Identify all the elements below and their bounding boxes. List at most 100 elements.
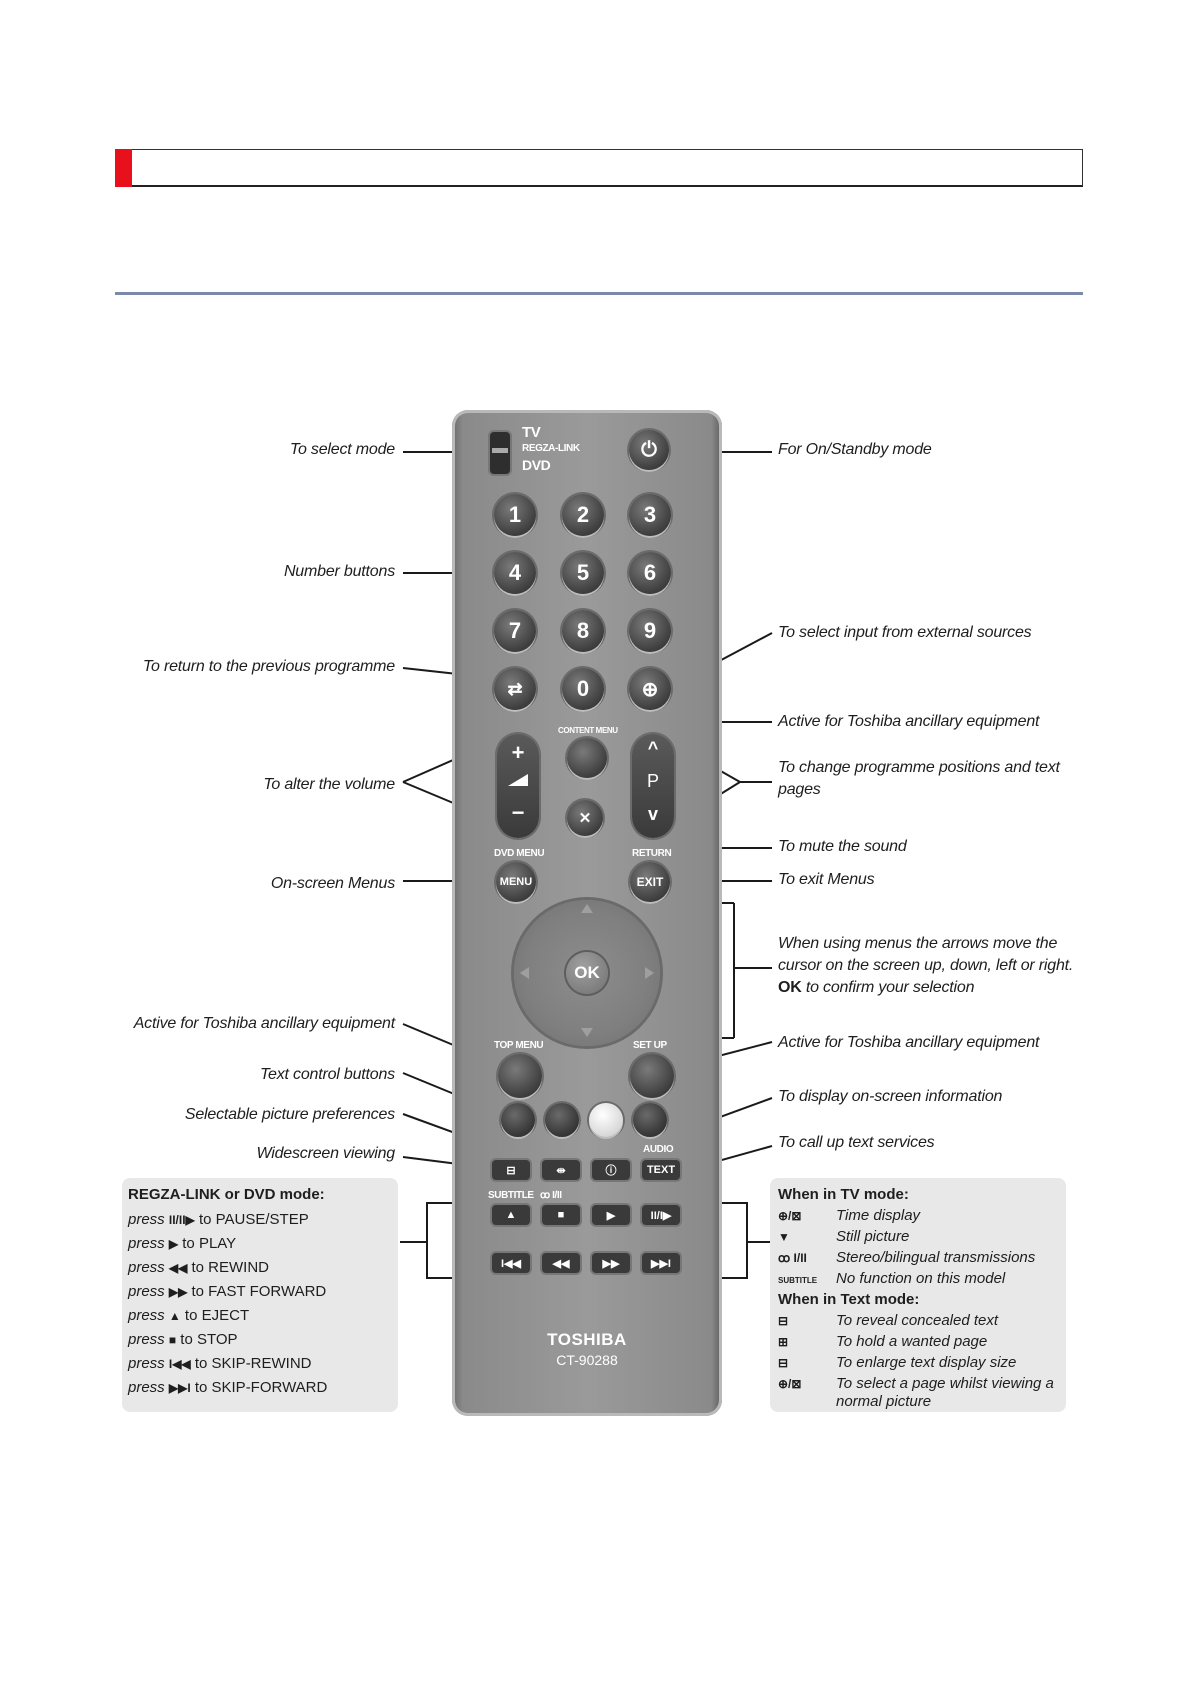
header-red-marker — [115, 149, 132, 187]
number-button-6[interactable]: 6 — [629, 552, 671, 594]
picture-preset-icon: ⇹ — [556, 1164, 566, 1177]
ok-button[interactable]: OK — [566, 952, 608, 994]
label-number-buttons: Number buttons — [283, 563, 395, 580]
label-arrow-navigation: When using menus the arrows move the cur… — [778, 933, 1078, 999]
label-ancillary-left: Active for Toshiba ancillary equipment — [133, 1015, 395, 1032]
section-divider — [115, 292, 1083, 295]
input-icon: ⊕ — [641, 678, 659, 701]
number-button-4[interactable]: 4 — [494, 552, 536, 594]
stereo-label: ꝏ I/II — [540, 1190, 562, 1201]
label-ancillary-setup: Active for Toshiba ancillary equipment — [778, 1034, 1040, 1051]
skip-rewind-button[interactable]: I◀◀ — [492, 1253, 530, 1273]
text-line-hold: ⊞To hold a wanted page — [778, 1333, 988, 1350]
mode-regza-label: REGZA-LINK — [522, 443, 580, 454]
arrow-up-icon[interactable] — [581, 904, 593, 913]
exit-button[interactable]: EXIT — [630, 862, 670, 902]
number-button-2[interactable]: 2 — [562, 494, 604, 536]
mute-button[interactable]: ✕ — [567, 800, 603, 836]
label-onscreen-menus: On-screen Menus — [270, 875, 395, 892]
color-button-4[interactable] — [633, 1103, 667, 1137]
skip-forward-icon: ▶▶I — [651, 1257, 671, 1270]
play-button[interactable]: ▶ — [592, 1205, 630, 1225]
rewind-button[interactable]: ◀◀ — [542, 1253, 580, 1273]
label-arrow-text: When using menus the arrows move the cur… — [778, 935, 1074, 974]
content-menu-button[interactable] — [567, 738, 607, 778]
programme-down-icon[interactable]: v — [647, 804, 658, 824]
stop-button[interactable]: ■ — [542, 1205, 580, 1225]
label-standby: For On/Standby mode — [778, 441, 932, 458]
menu-button[interactable]: MENU — [496, 862, 536, 902]
audio-label: AUDIO — [643, 1144, 674, 1155]
mode-selector-switch[interactable] — [490, 432, 510, 474]
label-widescreen: Widescreen viewing — [256, 1145, 395, 1162]
arrow-right-icon[interactable] — [645, 967, 654, 979]
tv-mode-title: When in TV mode: — [778, 1186, 909, 1203]
return-previous-button[interactable]: ⇄ — [494, 668, 536, 710]
return-icon: ⇄ — [507, 678, 523, 699]
number-button-0[interactable]: 0 — [562, 668, 604, 710]
label-ok-word: OK — [778, 979, 802, 996]
arrow-down-icon[interactable] — [581, 1028, 593, 1037]
fast-forward-button[interactable]: ▶▶ — [592, 1253, 630, 1273]
number-button-7[interactable]: 7 — [494, 610, 536, 652]
eject-icon: ▲ — [505, 1209, 517, 1221]
volume-down-icon[interactable]: − — [511, 800, 525, 825]
number-button-9[interactable]: 9 — [629, 610, 671, 652]
info-button[interactable]: ⓘ — [592, 1160, 630, 1180]
info-icon: ⓘ — [605, 1165, 617, 1177]
label-external-input: To select input from external sources — [778, 624, 1032, 641]
mode-tv-label: TV — [522, 424, 541, 441]
text-button[interactable]: TEXT — [642, 1160, 680, 1180]
number-button-8[interactable]: 8 — [562, 610, 604, 652]
number-button-5[interactable]: 5 — [562, 552, 604, 594]
number-button-3[interactable]: 3 — [629, 494, 671, 536]
tv-text-mode-panel: When in TV mode: ⊕/⊠Time display ▼Still … — [770, 1178, 1066, 1412]
regza-line-pause: press II/II▶ to PAUSE/STEP — [128, 1211, 309, 1228]
arrow-left-icon[interactable] — [520, 967, 529, 979]
programme-label: P — [646, 771, 659, 791]
dvd-menu-label: DVD MENU — [494, 848, 545, 859]
pause-step-button[interactable]: II/I▶ — [642, 1205, 680, 1225]
model-number: CT-90288 — [556, 1352, 618, 1368]
label-mute: To mute the sound — [778, 838, 907, 855]
power-button[interactable]: ⏻ — [629, 430, 669, 470]
eject-button[interactable]: ▲ — [492, 1205, 530, 1225]
programme-up-icon[interactable]: ^ — [647, 738, 659, 758]
volume-rocker[interactable]: + − — [497, 734, 539, 838]
widescreen-button[interactable]: ⊟ — [492, 1160, 530, 1180]
top-menu-button[interactable] — [498, 1054, 542, 1098]
number-button-1[interactable]: 1 — [494, 494, 536, 536]
set-up-label: SET UP — [633, 1040, 667, 1051]
brand-logo: TOSHIBA — [547, 1330, 627, 1349]
set-up-button[interactable] — [630, 1054, 674, 1098]
text-mode-title: When in Text mode: — [778, 1291, 920, 1308]
text-line-reveal: ⊟To reveal concealed text — [778, 1312, 999, 1329]
programme-rocker[interactable]: ^ P v — [632, 734, 674, 838]
label-exit-menus: To exit Menus — [778, 871, 875, 888]
label-previous-programme: To return to the previous programme — [142, 658, 395, 675]
regza-panel-title: REGZA-LINK or DVD mode: — [128, 1186, 325, 1203]
input-select-button[interactable]: ⊕ — [629, 668, 671, 710]
tv-line-still: ▼Still picture — [778, 1228, 910, 1245]
color-button-3[interactable] — [589, 1103, 623, 1137]
return-label: RETURN — [632, 848, 672, 859]
volume-ramp-icon — [508, 774, 528, 786]
color-button-1[interactable] — [501, 1103, 535, 1137]
label-text-control: Text control buttons — [259, 1066, 395, 1083]
volume-up-icon[interactable]: + — [511, 740, 525, 765]
label-confirm-text: to confirm your selection — [805, 979, 975, 996]
text-line-normal-picture: normal picture — [836, 1393, 932, 1410]
picture-preset-button[interactable]: ⇹ — [542, 1160, 580, 1180]
rewind-icon: ◀◀ — [552, 1257, 570, 1270]
label-picture-preferences: Selectable picture preferences — [184, 1106, 395, 1123]
label-ancillary-content: Active for Toshiba ancillary equipment — [778, 713, 1040, 730]
skip-rewind-icon: I◀◀ — [501, 1257, 521, 1270]
color-button-2[interactable] — [545, 1103, 579, 1137]
tv-line-time: ⊕/⊠Time display — [778, 1207, 921, 1224]
label-onscreen-info: To display on-screen information — [778, 1088, 1003, 1105]
top-menu-label: TOP MENU — [494, 1040, 544, 1051]
skip-forward-button[interactable]: ▶▶I — [642, 1253, 680, 1273]
label-select-mode: To select mode — [289, 441, 395, 458]
